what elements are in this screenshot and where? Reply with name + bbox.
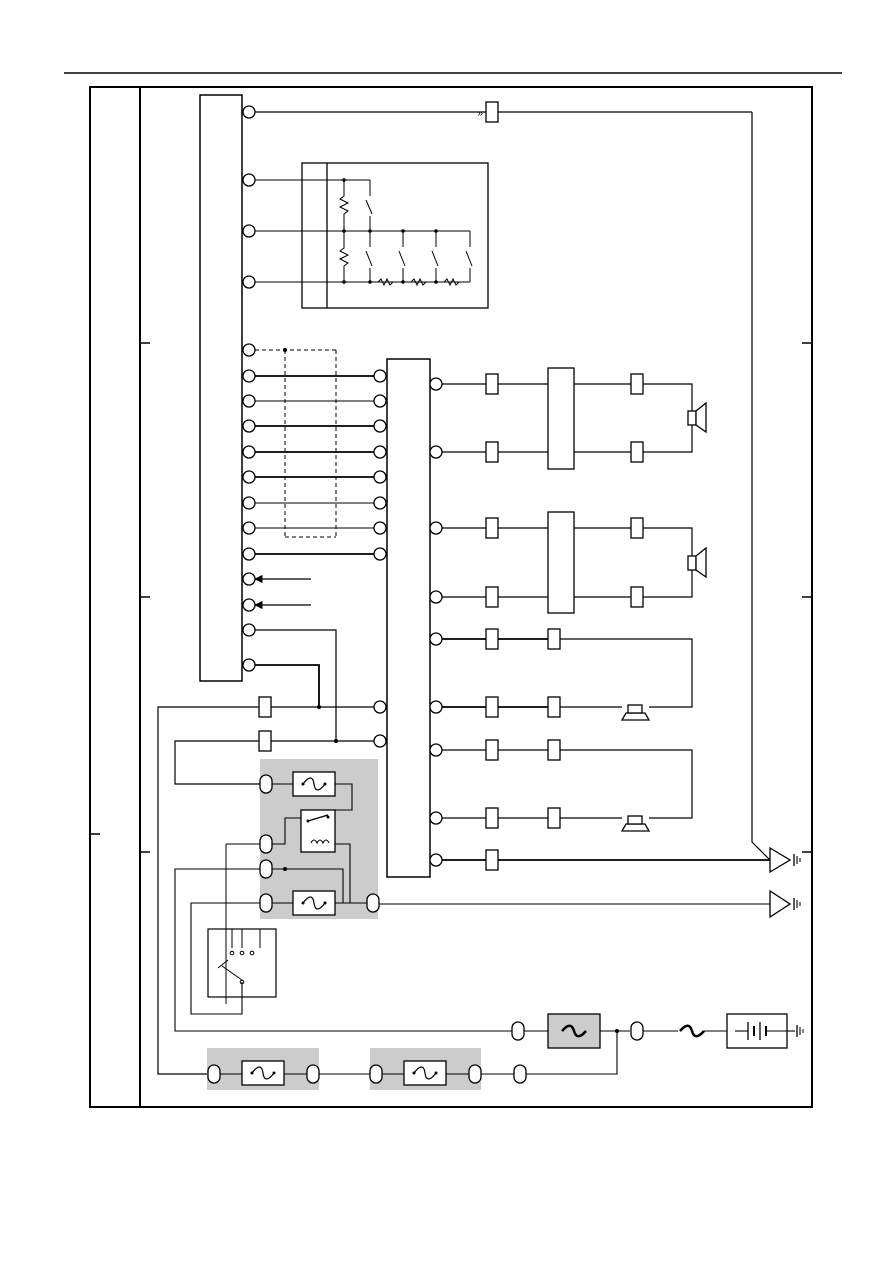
relay-icon: [300, 809, 336, 853]
tweeter-wiring: [442, 638, 693, 819]
fusible-link-icon: [679, 1024, 705, 1038]
amp-supply-wires: [157, 706, 374, 1075]
tweeter-icon: [620, 815, 651, 832]
antenna-wire: [255, 111, 771, 861]
fuse-icon: [403, 1060, 447, 1086]
radio-receiver-block: [199, 94, 243, 682]
tweeter-connectors: [485, 628, 561, 829]
head-power-wires: [255, 629, 337, 741]
speaker-connector-block-2: [547, 511, 575, 614]
ground-icon: [769, 846, 801, 874]
speaker-icon: [687, 546, 707, 579]
battery-wiring: [524, 1030, 727, 1075]
fuse-icon: [292, 771, 336, 797]
shield-dashed: [255, 349, 337, 538]
amplifier-block: [386, 358, 431, 878]
ignition-wires: [174, 843, 512, 1032]
ground-icon: [769, 889, 801, 919]
battery-icon: [726, 1013, 788, 1049]
radio-terminals: [242, 105, 256, 672]
amp-right-terminals: [429, 377, 443, 867]
frame-ticks: [90, 342, 812, 853]
tweeter-icon: [620, 704, 651, 721]
steering-switch-block: [255, 162, 489, 309]
speaker-icon: [687, 401, 707, 434]
ground-icon: [796, 1024, 804, 1038]
svg-text:»: »: [477, 108, 483, 119]
input-arrows: [254, 574, 311, 610]
head-to-amp-wires: [255, 375, 374, 555]
junction-internal-wiring: [272, 783, 367, 904]
speaker-connector-block-1: [547, 367, 575, 470]
fuse-icon: [241, 1060, 285, 1086]
amp-left-terminals: [373, 369, 387, 748]
fuse-icon: [292, 890, 336, 916]
